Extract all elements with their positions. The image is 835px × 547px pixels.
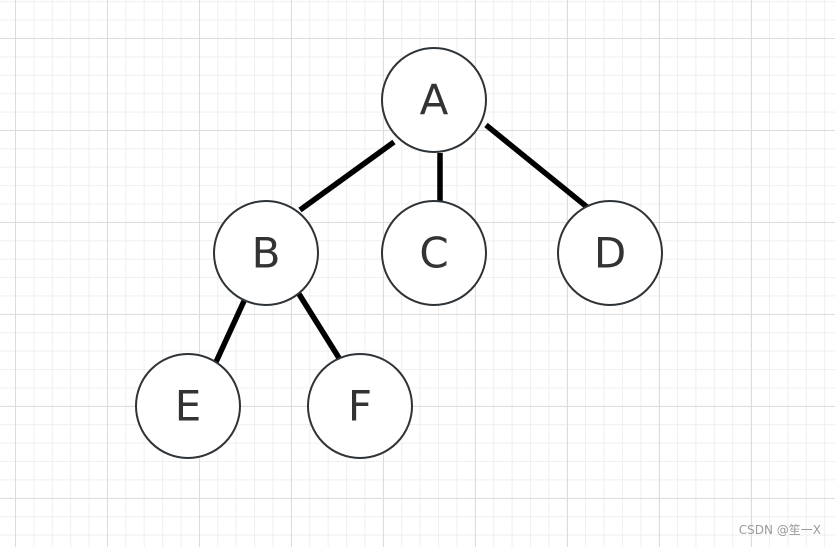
node-f: F — [307, 353, 413, 459]
node-d-label: D — [594, 229, 626, 278]
node-b-label: B — [252, 229, 281, 278]
node-a-label: A — [420, 76, 449, 125]
node-c-label: C — [419, 229, 448, 278]
edge-a-d — [484, 122, 589, 210]
node-c: C — [381, 200, 487, 306]
node-d: D — [557, 200, 663, 306]
edge-a-b — [298, 139, 396, 213]
node-b: B — [213, 200, 319, 306]
node-e-label: E — [175, 382, 202, 431]
node-f-label: F — [348, 382, 372, 431]
edge-b-f — [296, 292, 342, 360]
node-e: E — [135, 353, 241, 459]
node-a: A — [381, 47, 487, 153]
watermark-text: CSDN @笙一X — [738, 523, 821, 537]
edge-b-e — [213, 299, 247, 364]
